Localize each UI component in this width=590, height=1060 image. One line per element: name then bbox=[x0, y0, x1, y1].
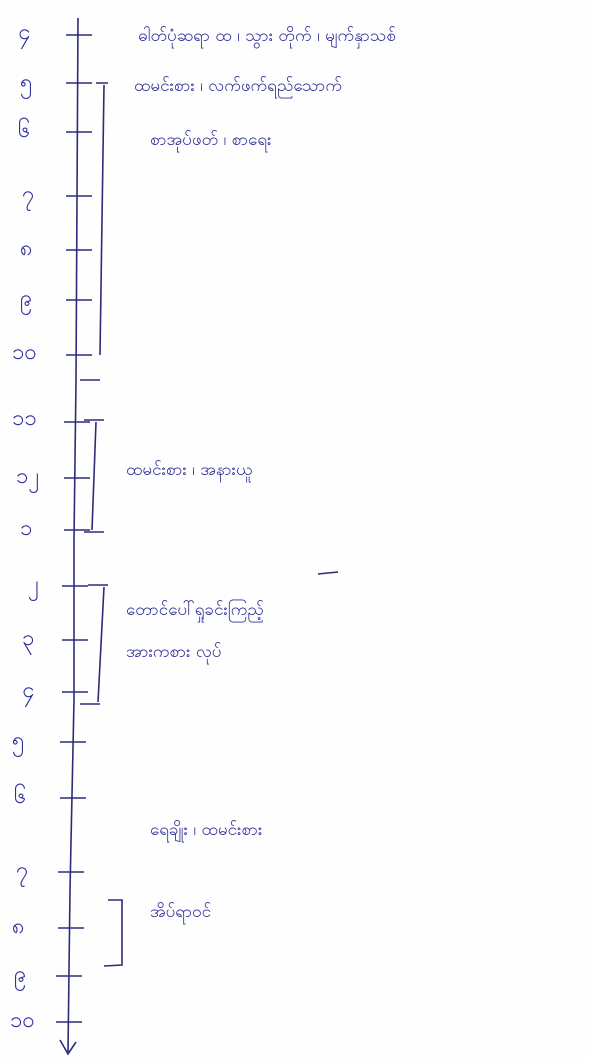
axis-arrowhead bbox=[59, 1039, 77, 1056]
hour-label: ၂ bbox=[28, 572, 39, 597]
schedule-note: ထမင်းစား ၊ အနားယူ bbox=[126, 460, 253, 480]
schedule-note: တောင်ပေါ်ရှုခင်းကြည့် bbox=[126, 600, 264, 620]
schedule-note: ရေချိုး ၊ ထမင်းစား bbox=[150, 820, 263, 840]
hour-label: ၄ bbox=[18, 20, 31, 45]
hour-label: ၈ bbox=[20, 236, 33, 261]
hour-label: ၇ bbox=[22, 182, 35, 207]
bracket-night bbox=[103, 899, 123, 967]
hour-label: ၁၀ bbox=[12, 340, 37, 365]
hour-label: ၆ bbox=[18, 118, 31, 143]
hour-label: ၁၁ bbox=[12, 406, 37, 431]
hour-label: ၅ bbox=[20, 70, 33, 95]
hour-label: ၃ bbox=[22, 626, 35, 651]
hour-label: ၆ bbox=[14, 784, 27, 809]
hour-label: ၁၂ bbox=[16, 464, 40, 489]
schedule-note: အိပ်ရာဝင် bbox=[150, 902, 212, 922]
hour-label: ၅ bbox=[12, 728, 25, 753]
bracket-afternoon bbox=[80, 584, 108, 705]
hour-label: ၉ bbox=[14, 962, 27, 987]
tick-marks bbox=[56, 34, 92, 1023]
hour-label: ၄ bbox=[22, 678, 35, 703]
stray-dash bbox=[317, 571, 339, 575]
schedule-note: ထမင်းစား ၊ လက်ဖက်ရည်သောက် bbox=[134, 76, 343, 96]
schedule-note: စာအုပ်ဖတ် ၊ စာရေး bbox=[150, 130, 272, 150]
hour-label: ၈ bbox=[12, 914, 25, 939]
schedule-note: အားကစား လုပ် bbox=[126, 642, 222, 662]
schedule-note: ဓါတ်ပုံဆရာ ထ ၊ သွား တိုက် ၊ မျက်နှာသစ် bbox=[138, 26, 396, 46]
bracket-morning bbox=[80, 82, 108, 381]
bracket-noon bbox=[84, 419, 104, 533]
hour-label: ၁ bbox=[20, 516, 33, 541]
hour-label: ၇ bbox=[16, 858, 29, 883]
hour-label: ၁၀ bbox=[10, 1008, 35, 1033]
hour-label: ၉ bbox=[20, 286, 33, 311]
timeline-axis bbox=[67, 17, 79, 1053]
